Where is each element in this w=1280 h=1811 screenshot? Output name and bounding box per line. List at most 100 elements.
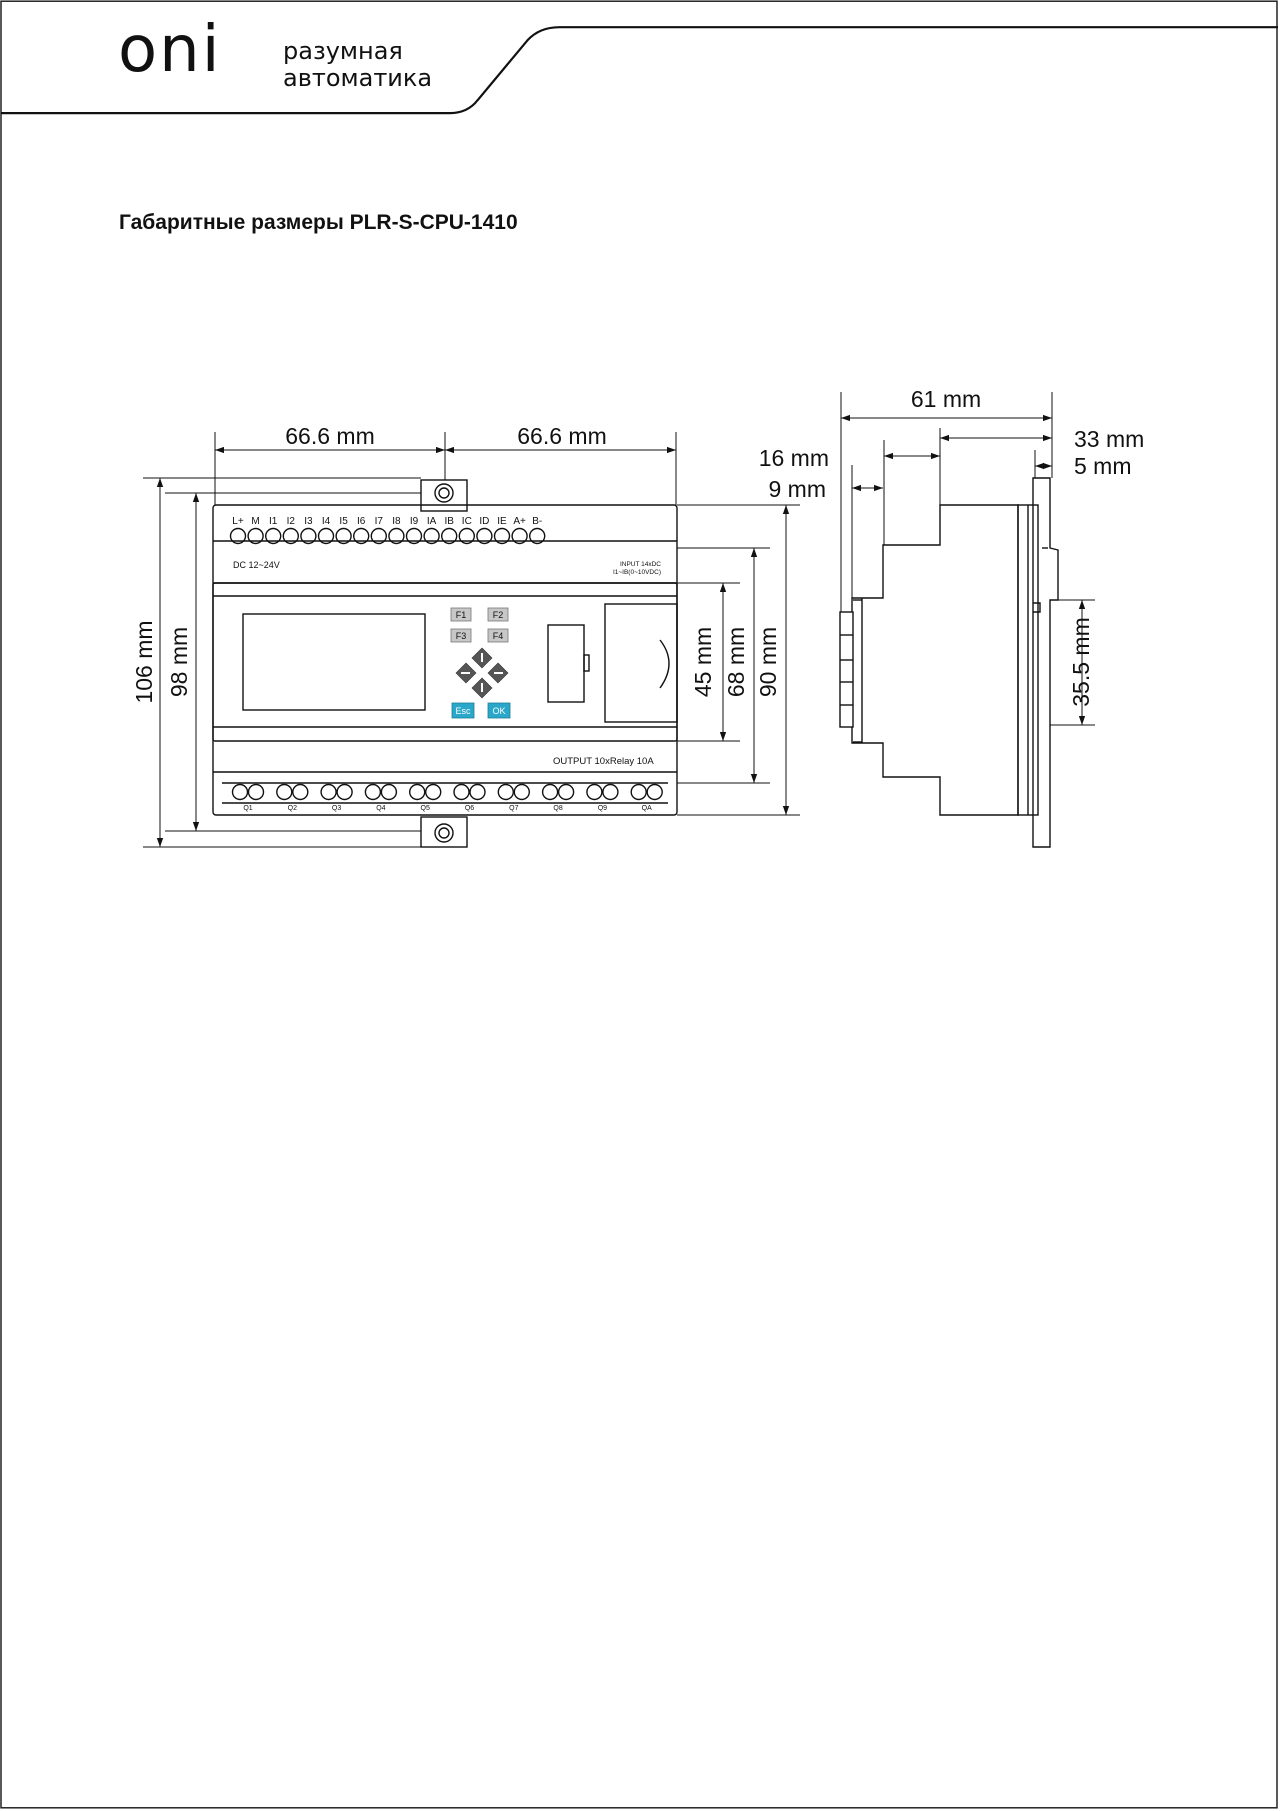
top-terminal-label: I9 [410, 516, 419, 527]
bottom-terminal-screw [276, 783, 293, 801]
header-curve [0, 26, 1279, 115]
bottom-terminal-screw [497, 783, 514, 801]
front-dimension-lines [143, 432, 800, 848]
bottom-terminal-screw [320, 783, 337, 801]
key-f2-label: F2 [493, 610, 504, 620]
bottom-terminal-screw [231, 783, 249, 801]
bottom-terminal-label: Q5 [421, 805, 430, 812]
dim-depth-total: 61 mm [911, 386, 981, 412]
bottom-terminal-label: QA [642, 805, 652, 812]
output-label: OUTPUT 10xRelay 10A [553, 756, 654, 767]
bottom-terminal-screw [292, 783, 309, 801]
bottom-terminal-screw [630, 783, 647, 801]
top-terminal-label: I8 [392, 516, 401, 527]
key-ok-label: OK [492, 706, 505, 716]
key-f1 [450, 607, 472, 622]
dim-depth-9: 9 mm [769, 476, 827, 502]
top-terminal-label: A+ [513, 516, 526, 527]
top-mount-hole [434, 483, 454, 503]
top-terminal-label: I2 [287, 516, 296, 527]
key-f4 [487, 628, 509, 643]
dim-depth-33: 33 mm [1074, 426, 1144, 452]
key-f2 [487, 607, 509, 622]
bottom-terminal-screw [469, 783, 486, 801]
top-terminal-screw [423, 527, 440, 545]
top-terminal-screw [247, 527, 264, 545]
side-view [839, 477, 1059, 848]
key-f1-label: F1 [456, 610, 467, 620]
front-labels: DC 12~24V INPUT 14xDC I1~IB(0~10VDC) OUT… [233, 560, 661, 767]
dim-width-left: 66.6 mm [285, 423, 374, 449]
top-terminal-screw [458, 527, 475, 545]
bottom-terminal-screw [513, 783, 530, 801]
dim-body-height: 98 mm [166, 627, 192, 697]
bottom-mount-hole [434, 823, 454, 843]
bottom-terminal-label: Q3 [332, 805, 341, 812]
top-terminal-screw [388, 527, 405, 545]
top-terminal-label: I5 [339, 516, 348, 527]
side-dimension-lines [840, 392, 1095, 726]
top-terminal-screw [511, 527, 528, 545]
bottom-terminal-label: Q4 [376, 805, 385, 812]
bottom-terminal-label: Q2 [288, 805, 297, 812]
top-terminal-label: I4 [322, 516, 331, 527]
top-terminal-screw [265, 527, 282, 545]
bottom-mount-clip [420, 816, 468, 848]
top-terminal-label: I3 [304, 516, 313, 527]
key-f3 [450, 628, 472, 643]
top-terminal-label: L+ [232, 516, 244, 527]
top-terminal-screw [370, 527, 387, 545]
key-esc-label: Esc [455, 706, 471, 716]
front-panel [212, 582, 678, 742]
expansion-cover [604, 603, 678, 723]
front-view [212, 479, 678, 848]
bottom-terminal-row [231, 783, 663, 801]
dim-width-right: 66.6 mm [517, 423, 606, 449]
dim-front-height: 68 mm [723, 627, 749, 697]
dim-depth-16: 16 mm [759, 445, 829, 471]
bottom-terminal-label: Q9 [598, 805, 607, 812]
top-terminal-label: I1 [269, 516, 278, 527]
top-terminal-screw [282, 527, 299, 545]
top-terminal-label: IC [462, 516, 472, 527]
bottom-terminal-screw [453, 783, 470, 801]
tagline-line-2: автоматика [283, 64, 433, 92]
dim-depth-5: 5 mm [1074, 453, 1132, 479]
dim-total-height: 106 mm [131, 620, 157, 703]
key-f3-label: F3 [456, 631, 467, 641]
top-terminal-screw [529, 527, 546, 545]
lcd-screen [242, 613, 426, 711]
dimension-drawing: DC 12~24V INPUT 14xDC I1~IB(0~10VDC) OUT… [131, 386, 1144, 848]
keypad: F1 F2 F3 F4 Esc OK [450, 607, 511, 719]
top-terminal-screw [441, 527, 458, 545]
input-label-2: I1~IB(0~10VDC) [613, 569, 661, 576]
top-terminal-screw [335, 527, 352, 545]
bottom-terminal-label: Q7 [509, 805, 518, 812]
side-profile [851, 504, 1019, 816]
bottom-terminal-screw [380, 783, 398, 801]
top-terminal-screw [405, 527, 423, 545]
bottom-terminal-screw [409, 783, 426, 801]
top-terminal-screw [493, 527, 511, 545]
tagline: разумная автоматика [283, 38, 432, 92]
top-terminal-screw [353, 527, 370, 545]
bottom-terminal-screw [336, 783, 353, 801]
din-clip [1032, 477, 1059, 848]
dim-rail: 35.5 mm [1068, 617, 1094, 706]
tagline-line-1: разумная [283, 37, 403, 65]
key-f4-label: F4 [493, 631, 504, 641]
top-terminal-row [229, 527, 546, 545]
top-terminal-screw [476, 527, 493, 545]
bottom-terminal-screw [602, 783, 619, 801]
bottom-terminal-screw [364, 783, 382, 801]
bottom-terminal-label: Q1 [243, 805, 252, 812]
top-terminal-screw [300, 527, 317, 545]
top-terminal-label: I7 [375, 516, 384, 527]
top-terminal-label: IB [444, 516, 454, 527]
bottom-terminal-label: Q8 [553, 805, 562, 812]
key-esc [451, 702, 475, 719]
logo: oni [118, 13, 222, 87]
power-label: DC 12~24V [233, 560, 280, 570]
top-terminal-label: B- [532, 516, 542, 527]
